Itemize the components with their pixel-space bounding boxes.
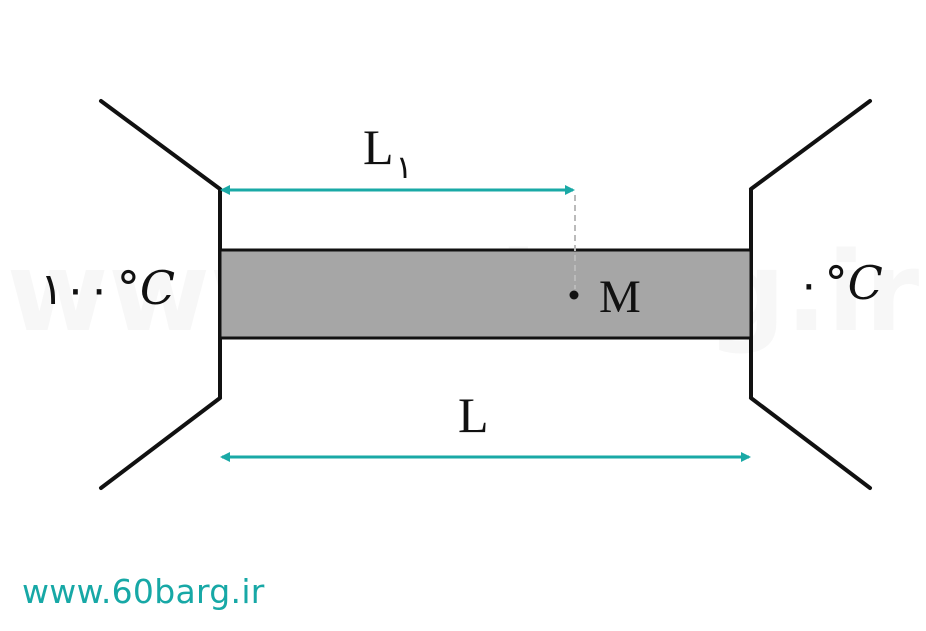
- right-temperature-unit: °C: [825, 256, 883, 310]
- right-temperature-label: ۰°C: [797, 256, 883, 310]
- l1-label-subscript: ۱: [396, 148, 413, 186]
- right-temperature-value: ۰: [797, 259, 821, 310]
- point-m-label: M: [599, 271, 641, 323]
- point-m-dot: [569, 290, 579, 300]
- site-url-footer: www.60barg.ir: [22, 572, 265, 611]
- right-upper-slant-wall: [749, 99, 872, 191]
- left-lower-slant-wall: [99, 396, 222, 490]
- l1-label-main: L: [363, 119, 394, 175]
- left-temperature-unit: °C: [117, 261, 175, 315]
- left-temperature-label: ۱۰۰°C: [40, 261, 175, 315]
- l-total-label: L: [458, 387, 489, 443]
- l1-label: L۱: [363, 119, 413, 186]
- conducting-rod: [218, 248, 753, 340]
- right-lower-slant-wall: [749, 396, 872, 490]
- left-temperature-value: ۱۰۰: [40, 264, 111, 315]
- left-upper-slant-wall: [99, 99, 222, 191]
